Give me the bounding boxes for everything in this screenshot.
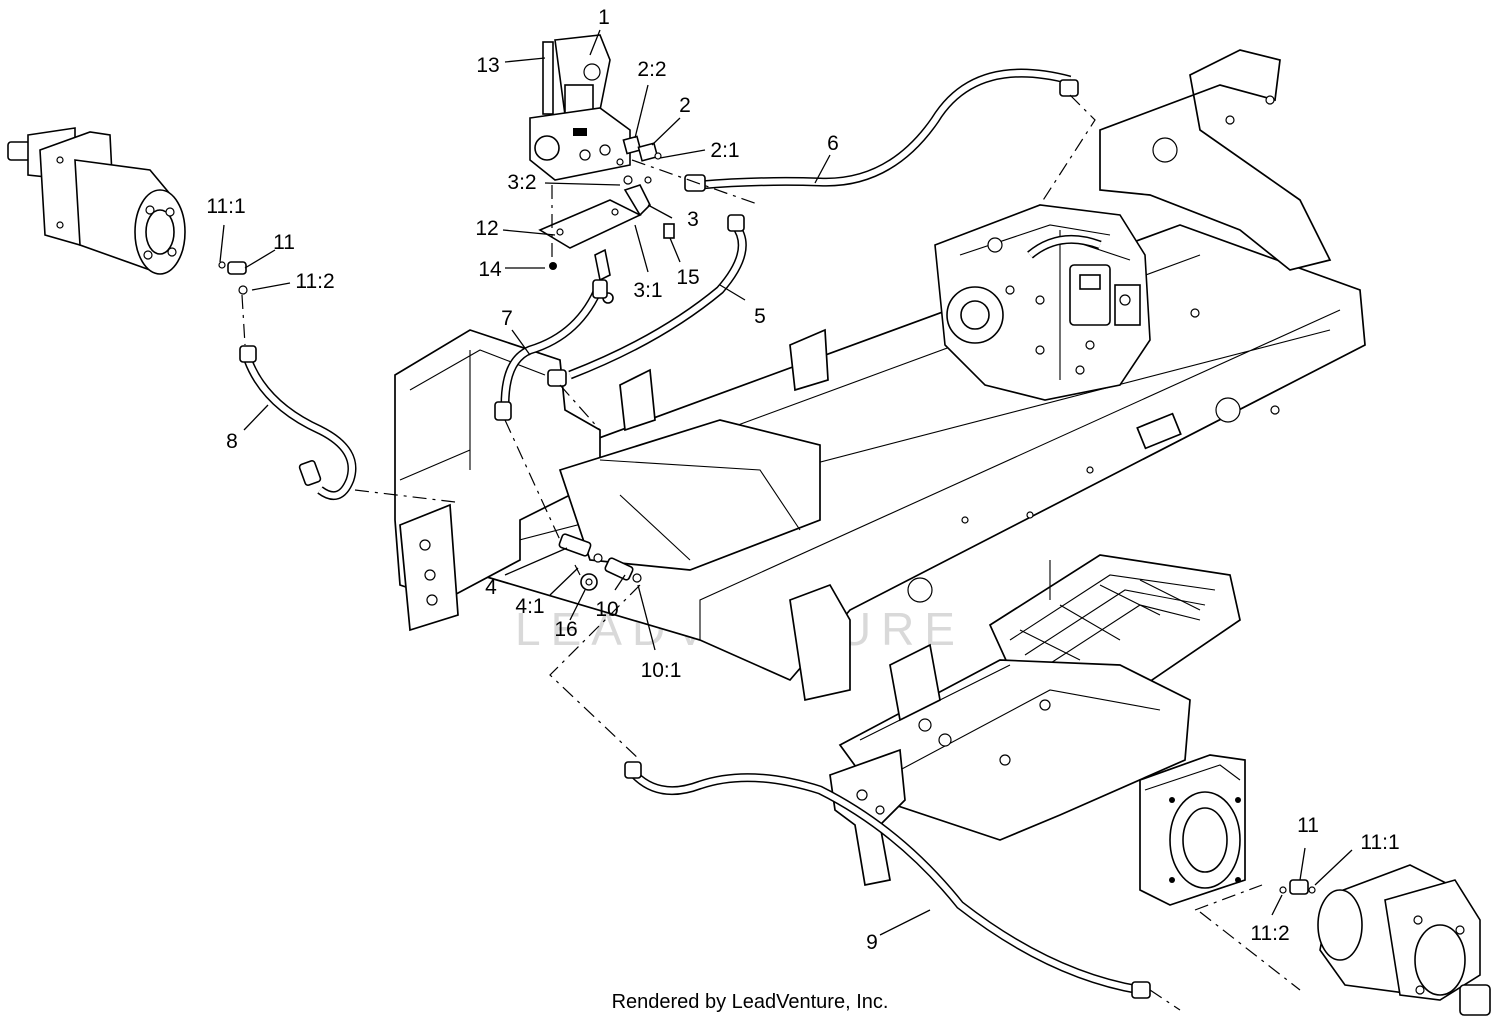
callout-3-2: 3:2 [507,171,536,194]
hose-7 [494,279,608,421]
callout-6: 6 [827,132,839,155]
callout-9: 9 [866,931,878,954]
frame-hole [1265,95,1275,105]
callout-11-right: 11 [1297,814,1319,837]
callout-15: 15 [676,266,699,289]
valve-bracket [538,199,675,304]
callout-2-1: 2:1 [710,139,739,162]
frame-hole [426,594,438,606]
frame-hole [907,577,933,603]
callout-4: 4 [485,576,497,599]
callout-12: 12 [475,217,498,240]
frame-hole [1152,137,1178,163]
callout-7: 7 [501,307,513,330]
callout-2-2: 2:2 [637,58,666,81]
frame-hole [1215,397,1241,423]
callout-4-1: 4:1 [515,595,544,618]
fittings-2-3 [616,135,662,217]
left-wheel-motor [7,127,186,275]
connection-lines [241,94,1301,1011]
leader-lines [219,29,1353,936]
hydrostatic-pump [934,204,1151,401]
callout-3: 3 [687,208,699,231]
footer-credit: Rendered by LeadVenture, Inc. [612,991,889,1013]
callout-11-1-left: 11:1 [206,195,245,218]
callout-10: 10 [595,598,618,621]
control-valve [529,34,631,181]
callout-1: 1 [598,6,610,29]
right-motor-mount-flange [1169,791,1241,889]
fittings-11-left [218,261,248,295]
callout-11-left: 11 [273,231,295,254]
callout-11-2-right: 11:2 [1250,922,1289,945]
callout-2: 2 [679,94,691,117]
frame-hole [419,539,431,551]
callout-3-1: 3:1 [633,279,662,302]
hose-8 [239,345,357,501]
callout-14: 14 [478,258,502,281]
frame-hole [1225,115,1235,125]
frame-hole [424,569,436,581]
callout-labels: 1 13 2:2 2 2:1 6 3:2 3 12 14 15 3:1 5 7 … [206,6,1399,954]
hose-5 [547,214,747,387]
callout-8: 8 [226,430,238,453]
right-wheel-motor [1317,864,1491,1016]
callout-11-1-right: 11:1 [1360,831,1399,854]
callout-10-1: 10:1 [641,659,682,682]
fittings-4-10-16 [558,533,642,591]
callout-5: 5 [754,305,766,328]
callout-13: 13 [476,54,499,77]
callout-11-2-left: 11:2 [295,270,334,293]
callout-16: 16 [554,618,577,641]
hose-9 [624,761,1151,999]
hose-6 [684,68,1079,192]
fittings-11-right [1279,879,1316,895]
